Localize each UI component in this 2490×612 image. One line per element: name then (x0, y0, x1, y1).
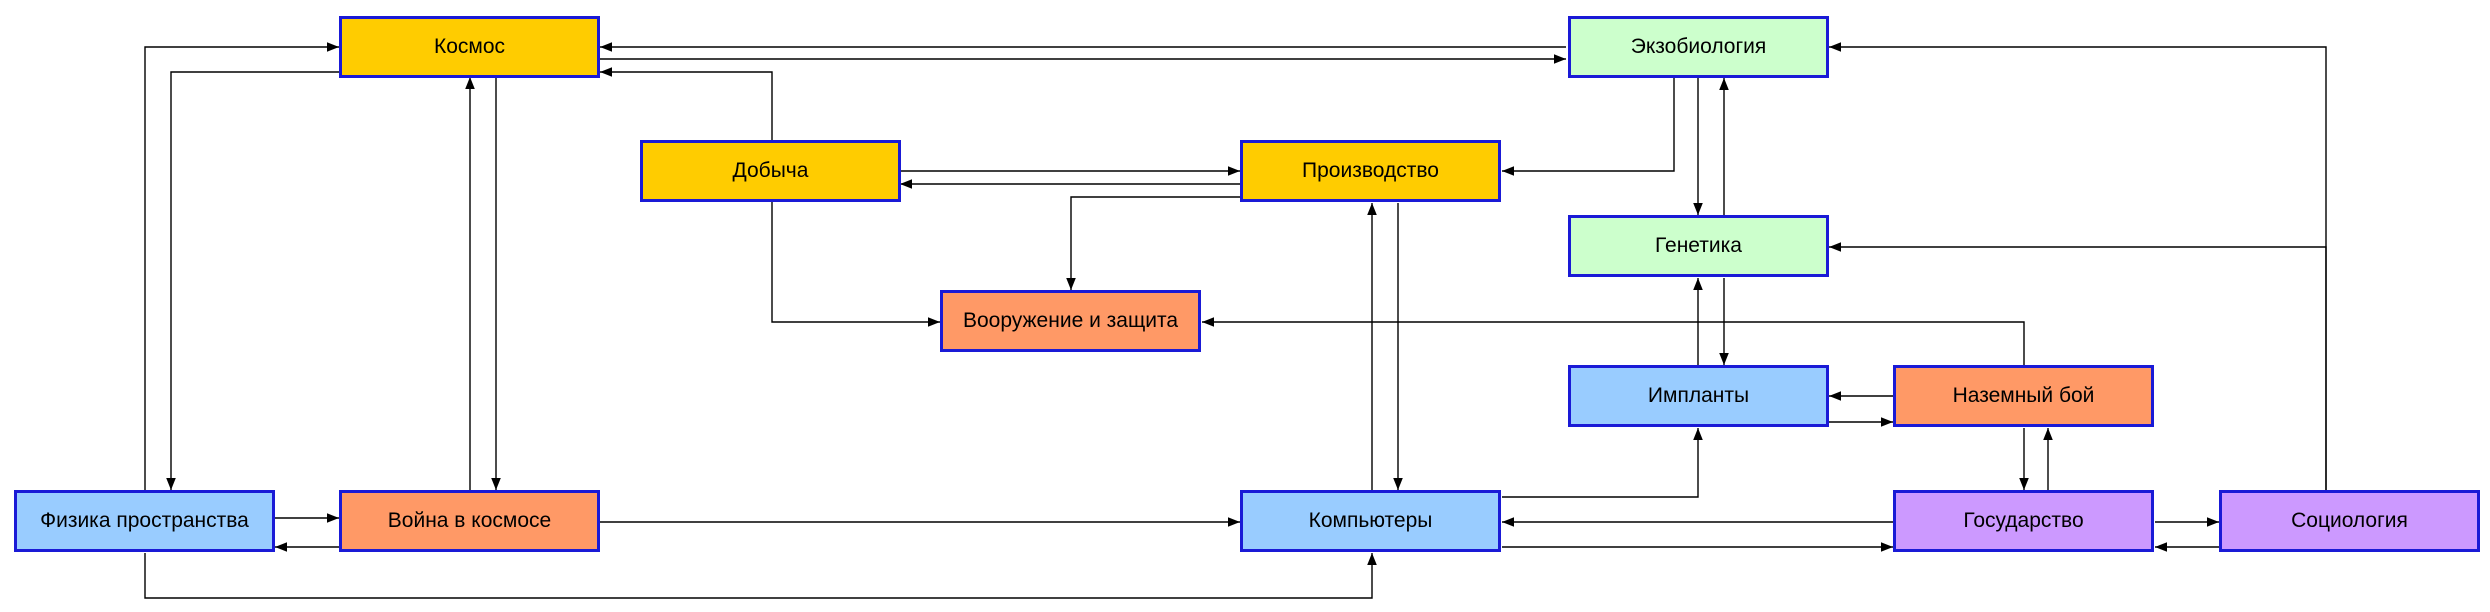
edge-ekzobiologiya-to-proizvodstvo (1502, 78, 1675, 176)
node-fizika-prostranstva: Физика пространства (14, 490, 275, 552)
node-voyna-v-kosmose: Война в космосе (339, 490, 600, 552)
edge-sotsiologiya-to-genetika (1829, 242, 2327, 490)
node-proizvodstvo: Производство (1240, 140, 1501, 202)
edge-nazemny-to-vooruzhenie (1202, 317, 2025, 365)
edge-kompyutery-to-implanty (1502, 428, 1703, 498)
edge-dobycha-to-kosmos (600, 67, 773, 140)
node-kompyutery: Компьютеры (1240, 490, 1501, 552)
node-ekzobiologiya: Экзобиология (1568, 16, 1829, 78)
node-gosudarstvo: Государство (1893, 490, 2154, 552)
edge-proizvodstvo-to-vooruzhenie (1066, 196, 1240, 290)
edge-dobycha-to-vooruzhenie (771, 202, 940, 327)
node-sotsiologiya: Социология (2219, 490, 2480, 552)
node-implanty: Импланты (1568, 365, 1829, 427)
node-vooruzhenie: Вооружение и защита (940, 290, 1201, 352)
node-kosmos: Космос (339, 16, 600, 78)
node-dobycha: Добыча (640, 140, 901, 202)
node-genetika: Генетика (1568, 215, 1829, 277)
node-nazemny-boy: Наземный бой (1893, 365, 2154, 427)
edge-kosmos-to-fizika (166, 71, 339, 490)
edge-fizika-to-kosmos (144, 42, 339, 490)
edge-fizika-to-kompyutery (144, 553, 1377, 599)
